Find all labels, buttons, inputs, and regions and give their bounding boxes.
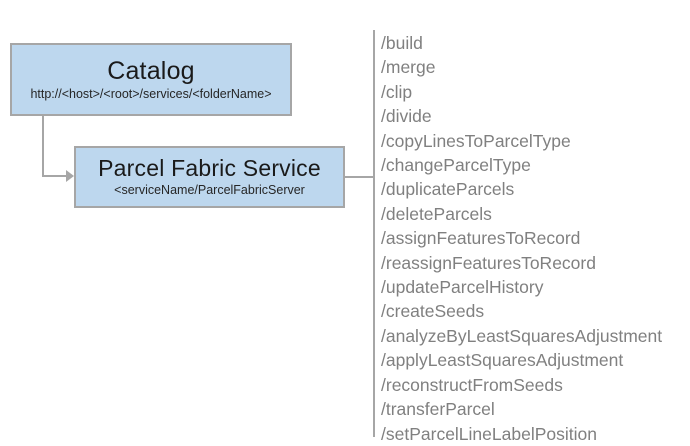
operation-list-item[interactable]: /build — [381, 33, 423, 53]
operation-list-item[interactable]: /duplicateParcels — [381, 179, 515, 200]
operation-list-item[interactable]: /reassignFeaturesToRecord — [381, 252, 596, 273]
operation-list-item[interactable]: /changeParcelType — [381, 155, 531, 176]
operation-list-item[interactable]: /updateParcelHistory — [381, 277, 544, 298]
operation-list-item[interactable]: /clip — [381, 81, 413, 102]
operation-list-item[interactable]: /setParcelLineLabelPosition — [381, 423, 597, 444]
connector-catalog-vertical — [42, 116, 44, 177]
connector-service-to-operations — [345, 176, 374, 178]
operation-list-item[interactable]: /reconstructFromSeeds — [381, 374, 563, 395]
operation-list-item[interactable]: /divide — [381, 106, 432, 127]
connector-catalog-horizontal — [42, 175, 68, 177]
operations-list: /build/merge/clip/divide/copyLinesToParc… — [381, 31, 681, 446]
catalog-node-subtitle: http://<host>/<root>/services/<folderNam… — [30, 86, 272, 101]
operation-list-item[interactable]: /transferParcel — [381, 399, 495, 420]
operation-list-item[interactable]: /createSeeds — [381, 301, 485, 322]
operation-list-item[interactable]: /assignFeaturesToRecord — [381, 228, 581, 249]
operation-list-item[interactable]: /applyLeastSquaresAdjustment — [381, 350, 624, 371]
parcel-fabric-service-node[interactable]: Parcel Fabric Service <serviceName/Parce… — [74, 146, 345, 208]
operation-list-item[interactable]: /analyzeByLeastSquaresAdjustment — [381, 325, 663, 346]
operation-list-item[interactable]: /copyLinesToParcelType — [381, 130, 571, 151]
operation-list-item[interactable]: /deleteParcels — [381, 203, 492, 224]
operations-divider-rule — [373, 30, 375, 437]
parcel-fabric-service-subtitle: <serviceName/ParcelFabricServer — [114, 183, 305, 198]
operation-list-item[interactable]: /merge — [381, 57, 436, 78]
catalog-node[interactable]: Catalog http://<host>/<root>/services/<f… — [10, 43, 292, 116]
parcel-fabric-service-title: Parcel Fabric Service — [98, 155, 321, 182]
catalog-node-title: Catalog — [107, 56, 195, 85]
arrowhead-icon — [66, 170, 74, 182]
